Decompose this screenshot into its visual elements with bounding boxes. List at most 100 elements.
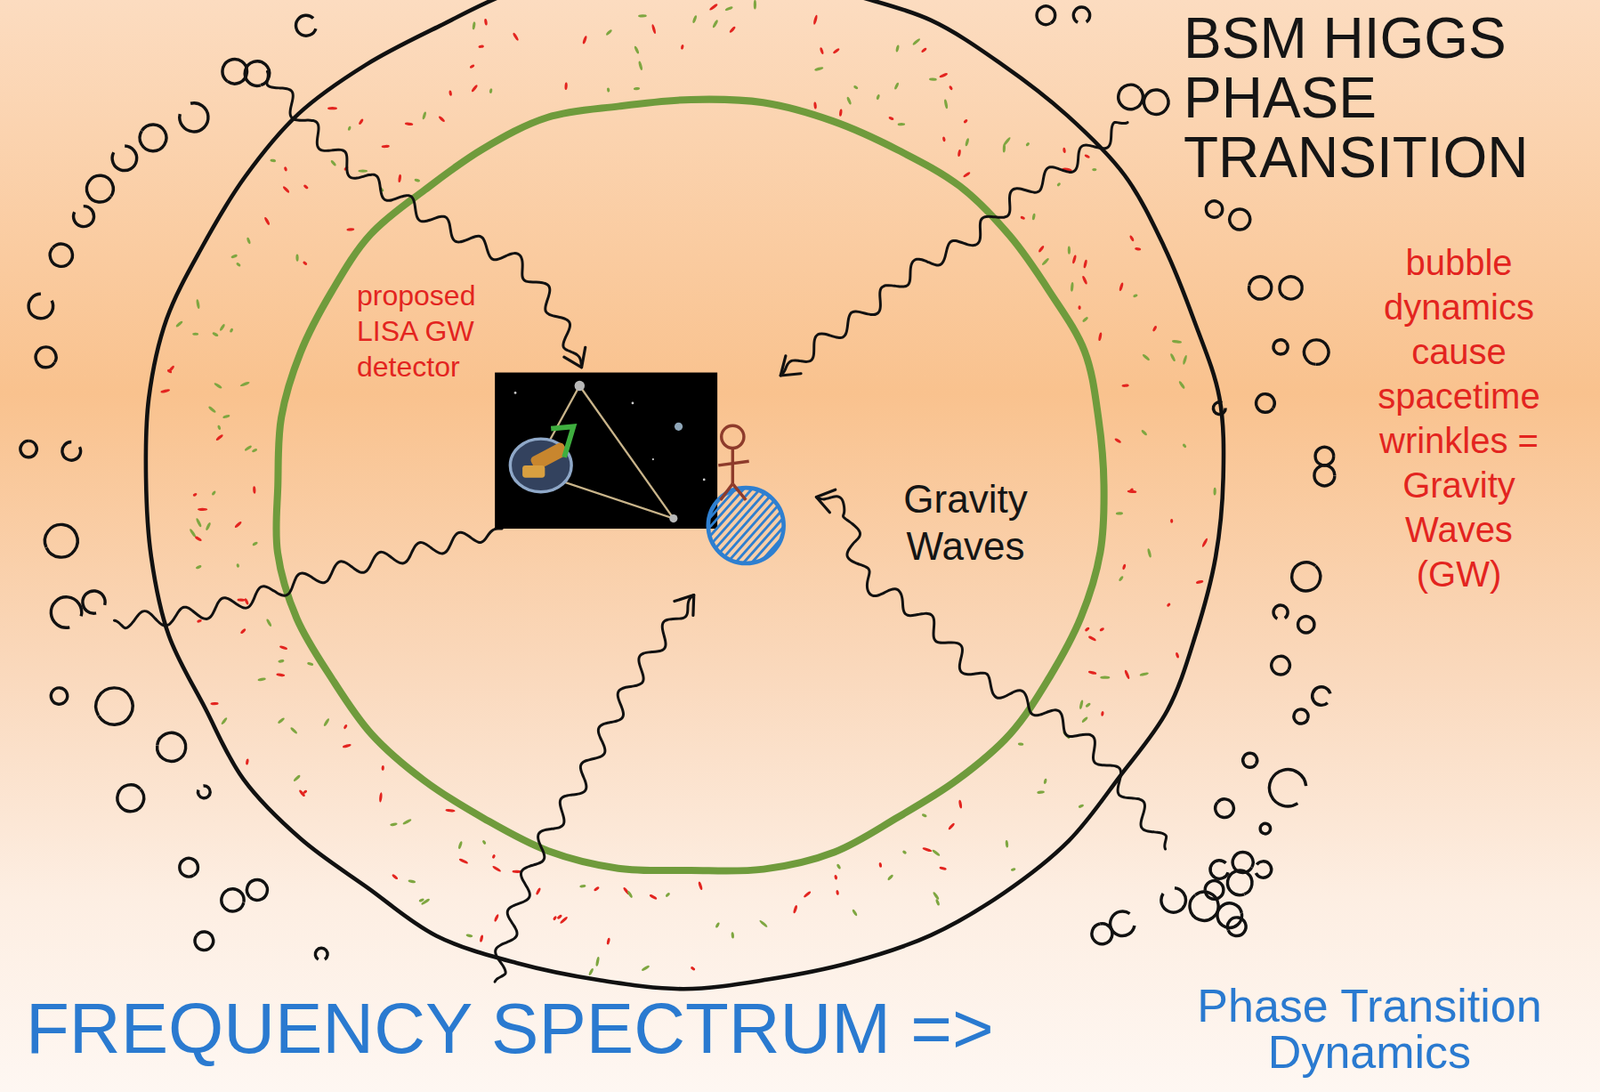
particle-dot [418,897,425,903]
particle-dot [1115,511,1124,516]
particle-dot [887,873,895,881]
particle-dot [1018,742,1025,746]
stick-leg [732,484,746,501]
phase-bubble [179,857,199,877]
phase-bubble [28,293,54,319]
particle-dot [1201,537,1209,548]
particle-dot [457,840,463,850]
particle-dot [1084,702,1091,709]
particle-dot [921,812,928,818]
particle-dot [1140,428,1148,437]
particle-dot [210,490,217,496]
phase-bubble [49,243,73,267]
particle-dot [444,808,455,813]
particle-dot [1087,635,1097,642]
particle-dot [493,913,501,923]
particle-dot [938,72,948,79]
particle-dot [269,158,276,162]
phase-bubble [73,206,95,227]
phase-bubble [1298,616,1315,633]
particle-dot [511,32,519,41]
phase-bubble [1110,911,1135,937]
phase-bubble [35,347,57,368]
wave-label: Gravity Waves [876,476,1055,571]
particle-dot [556,913,563,921]
particle-dot [929,77,938,81]
wave-arrowhead [564,347,586,368]
particle-dot [468,64,476,70]
particle-dot [243,444,252,453]
particle-dot [593,885,600,892]
image-frame [494,372,718,529]
particle-dot [196,618,203,623]
particle-dot [234,520,243,529]
particle-dot [479,934,485,943]
gravity-wave [113,528,502,629]
particle-dot [1139,671,1149,677]
earth-and-observer [654,425,834,572]
phase-bubble [1271,655,1291,675]
particle-dot [893,81,900,90]
phase-bubble [1161,888,1187,913]
particle-dot [290,726,299,735]
particle-dot [1082,258,1088,268]
particle-dot [465,933,473,938]
phase-bubble [315,947,328,960]
particle-dot [257,677,267,682]
gravity-waves [113,71,1166,982]
particle-dot [218,323,226,332]
particle-dot [192,492,198,497]
particle-dot [193,535,203,542]
particle-dot [407,879,416,884]
particle-dot [413,177,421,183]
particle-dot [724,5,734,11]
particle-dot [239,628,247,635]
particle-dot [263,216,271,226]
earth-hatch [654,479,834,572]
particle-dot [1010,867,1017,873]
particle-dot [902,849,908,855]
phase-bubble [1217,903,1243,929]
particle-dot [245,758,250,765]
particle-dot [1078,699,1084,710]
particle-dot [1083,626,1091,632]
phase-bubble [82,590,106,614]
text-anchor: FREQUENCY SPECTRUM => [25,989,1094,1068]
particle-dot [204,521,211,531]
particle-dot [1178,379,1186,389]
particle-dot [1100,711,1105,717]
particle-dot [897,122,906,126]
explanation-note: bubble dynamics cause spacetime wrinkles… [1363,240,1555,597]
particle-dot [1042,777,1047,784]
particle-dot [1118,282,1124,292]
particle-dot [307,661,315,666]
phase-bubble [1292,562,1321,591]
particle-dot [714,921,720,929]
particle-dot [1098,626,1105,632]
particle-dot [648,893,658,900]
phase-bubble [139,124,167,152]
particle-dot [448,89,453,97]
phase-bubble [86,175,114,203]
phase-bubble [20,440,37,457]
particle-dot [964,137,970,147]
particle-dot [943,98,948,109]
particle-dot [477,44,485,49]
phase-bubble [1293,709,1309,724]
particle-dot [846,96,853,106]
phase-bubble [1256,394,1276,413]
particle-dot [1123,669,1131,679]
particle-dot [266,618,273,628]
spacecraft [574,380,585,391]
particle-dot [1170,518,1174,524]
particle-dot [588,967,595,976]
particle-dot [931,848,941,857]
text-anchor: Phase Transition Dynamics [1173,982,1566,1075]
particle-dot [342,743,352,749]
particle-dot [357,169,368,172]
particle-dot [958,799,963,809]
outer-universe-circle [145,0,1224,989]
particle-dot [437,115,446,123]
particle-dot [330,159,338,167]
gravity-wave [780,121,1128,376]
